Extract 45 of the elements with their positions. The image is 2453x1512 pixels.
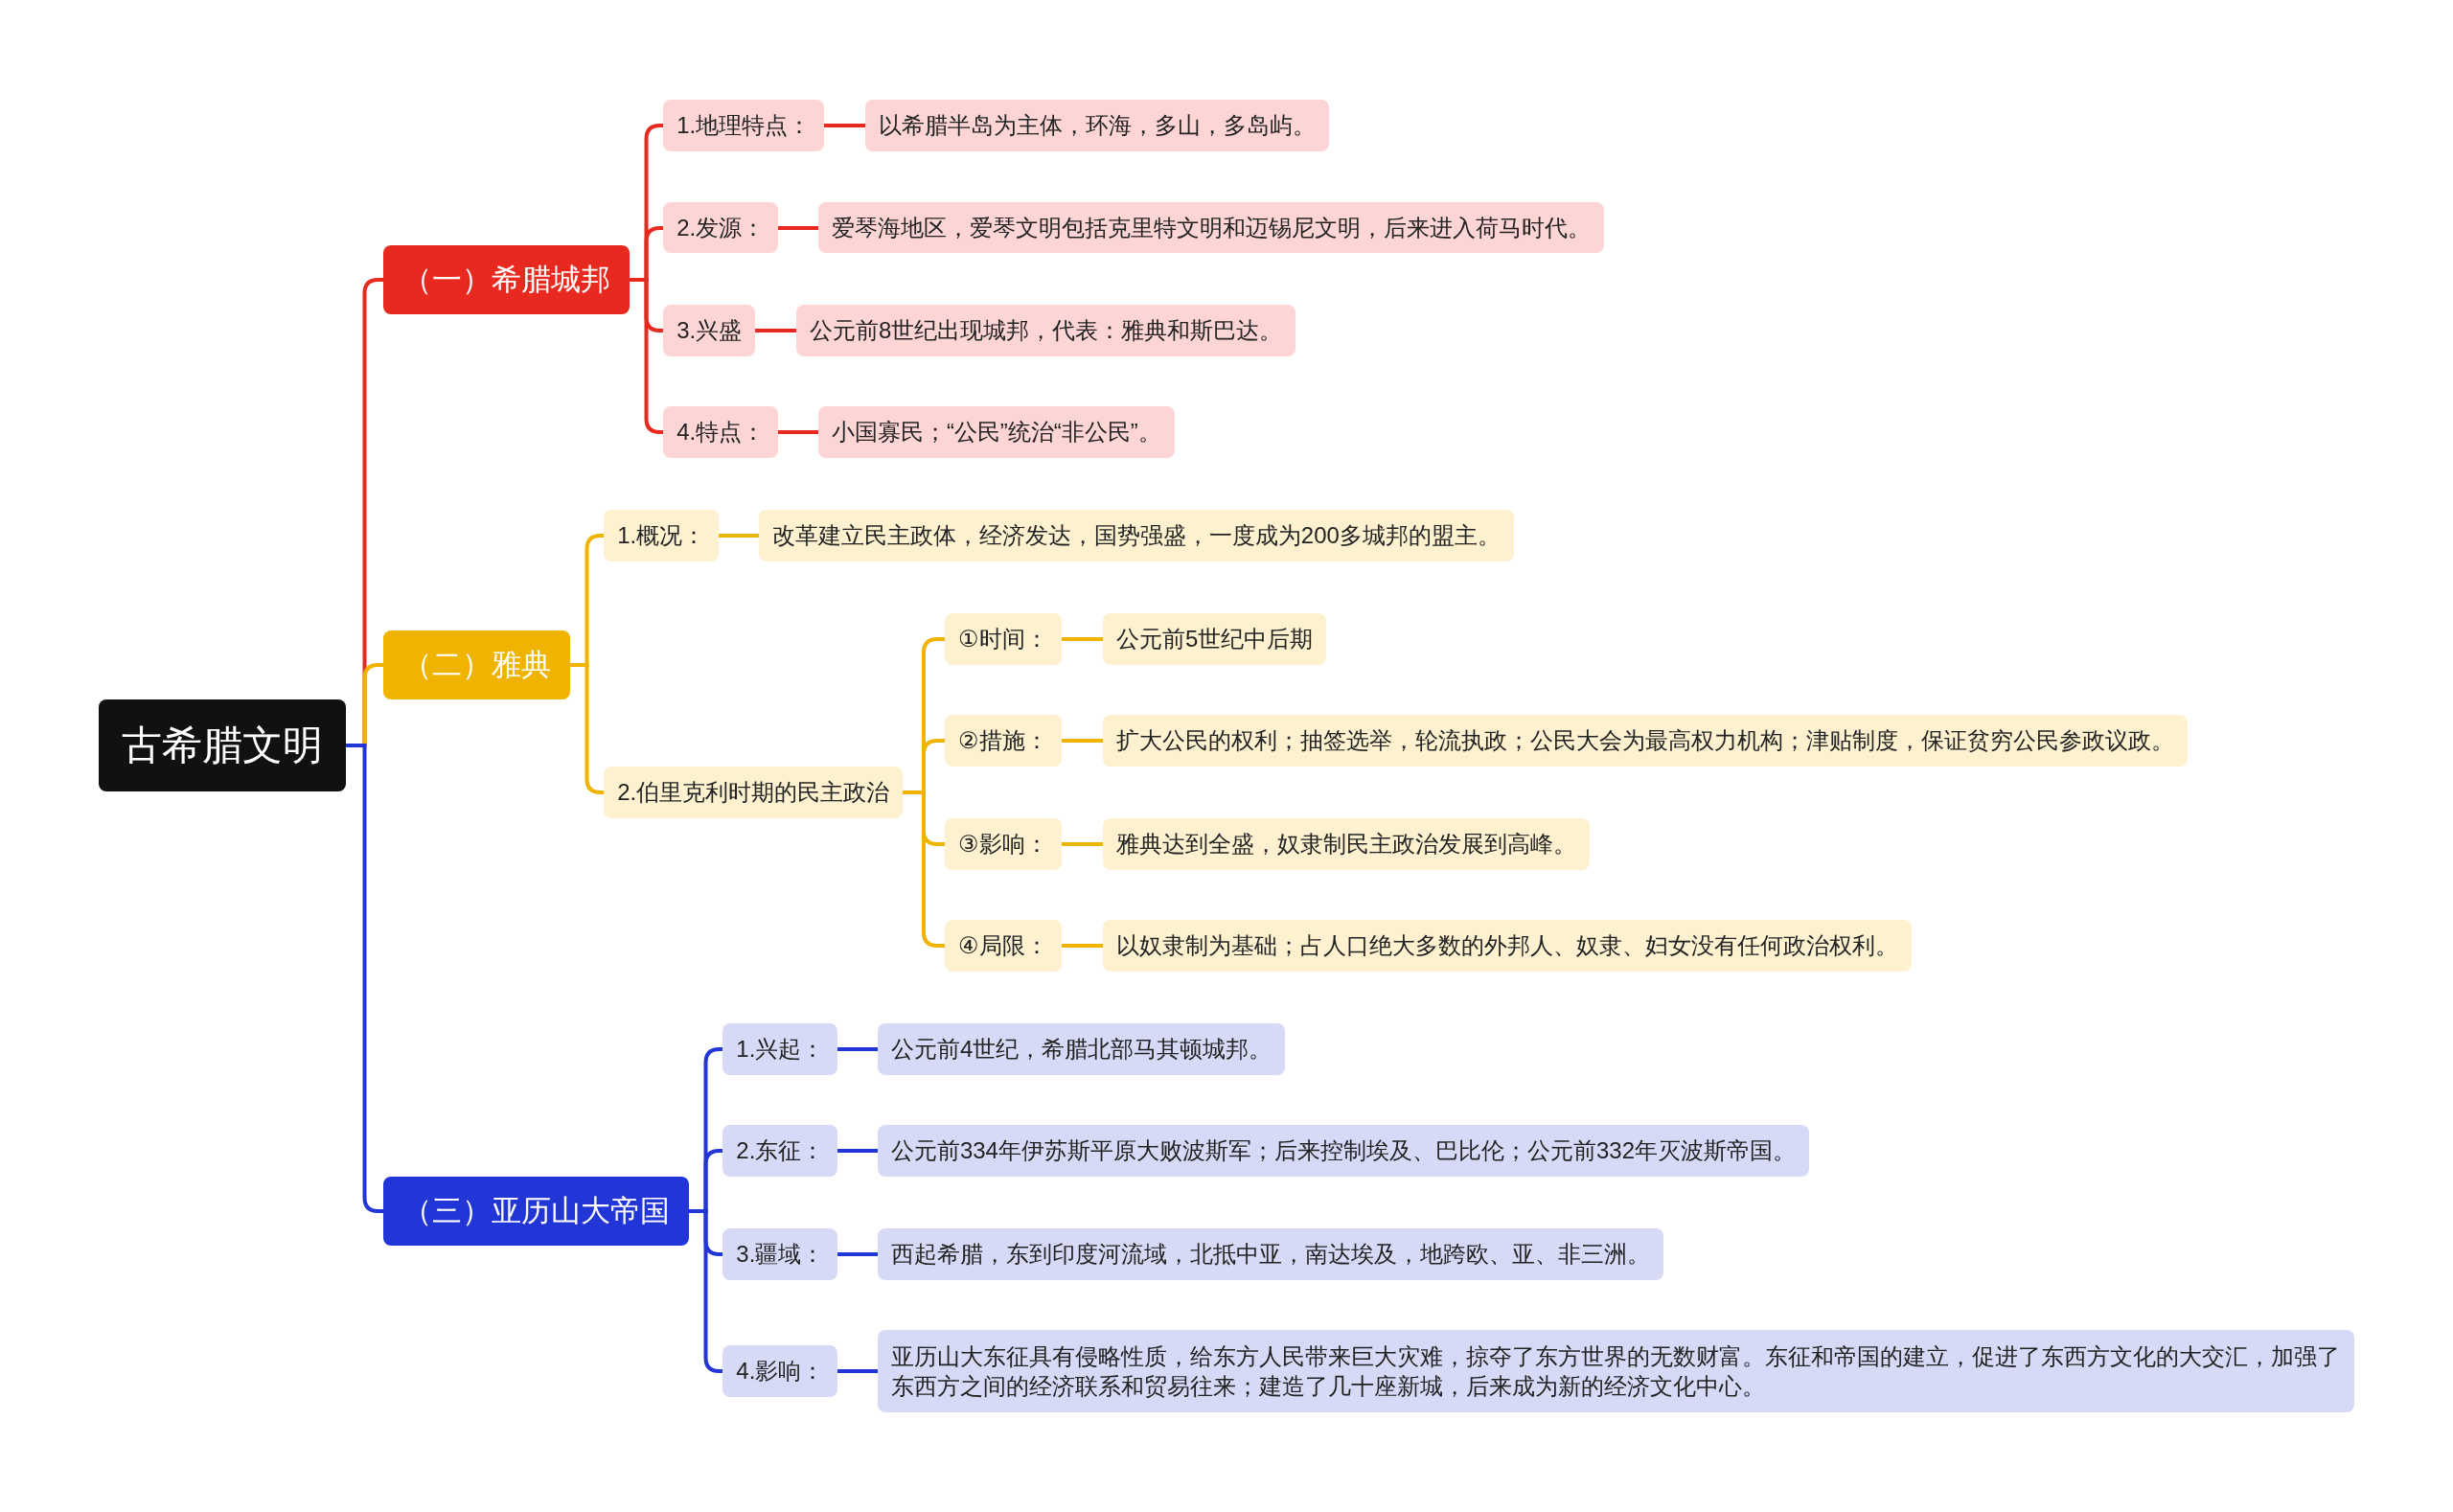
detail-box: 以希腊半岛为主体，环海，多山，多岛屿。 bbox=[864, 100, 1329, 152]
connector bbox=[1062, 637, 1103, 641]
connector bbox=[1062, 944, 1103, 948]
branch-box: （三）亚历山大帝国 bbox=[383, 1176, 689, 1246]
subtopic-box: 2.伯里克利时期的民主政治 bbox=[604, 767, 904, 818]
subtopic-box: 4.特点： bbox=[663, 406, 779, 459]
connector bbox=[837, 1369, 878, 1373]
connector bbox=[837, 1047, 878, 1051]
subtopic-box: ②措施： bbox=[945, 715, 1062, 767]
detail-box: 以奴隶制为基础；占人口绝大多数的外邦人、奴隶、妇女没有任何政治权利。 bbox=[1103, 920, 1912, 972]
subtopic-box: 1.兴起： bbox=[722, 1022, 838, 1075]
subtopic-box: 3.兴盛 bbox=[663, 305, 756, 357]
detail-box: 西起希腊，东到印度河流域，北抵中亚，南达埃及，地跨欧、亚、非三洲。 bbox=[877, 1227, 1663, 1280]
detail-box: 扩大公民的权利；抽签选举，轮流执政；公民大会为最高权力机构；津贴制度，保证贫穷公民参政议政。 bbox=[1103, 715, 2188, 767]
connector bbox=[755, 329, 796, 332]
connector bbox=[837, 1149, 878, 1153]
connector bbox=[778, 226, 818, 230]
topic-box: 古希腊文明 bbox=[98, 699, 346, 792]
detail-box: 公元前334年伊苏斯平原大败波斯军；后来控制埃及、巴比伦；公元前332年灭波斯帝国。 bbox=[877, 1124, 1809, 1177]
subtopic-box: 3.疆域： bbox=[722, 1227, 838, 1280]
subtopic-box: 4.影响： bbox=[722, 1345, 838, 1397]
detail-box: 改革建立民主政体，经济发达，国势强盛，一度成为200多城邦的盟主。 bbox=[758, 510, 1514, 562]
connector bbox=[719, 534, 759, 538]
subtopic-box: ④局限： bbox=[945, 920, 1062, 972]
connector bbox=[903, 790, 945, 948]
subtopic-box: ③影响： bbox=[945, 817, 1062, 870]
branch-box: （二）雅典 bbox=[383, 630, 570, 699]
subtopic-box: 1.地理特点： bbox=[663, 100, 825, 152]
subtopic-box: 2.发源： bbox=[663, 201, 779, 254]
detail-box: 小国寡民；“公民”统治“非公民”。 bbox=[817, 406, 1175, 459]
connector bbox=[837, 1252, 878, 1256]
branch-box: （一）希腊城邦 bbox=[383, 245, 630, 315]
detail-box: 爱琴海地区，爱琴文明包括克里特文明和迈锡尼文明，后来进入荷马时代。 bbox=[817, 201, 1604, 254]
connector bbox=[1062, 739, 1103, 743]
subtopic-box: ①时间： bbox=[945, 613, 1062, 665]
detail-box: 亚历山大东征具有侵略性质，给东方人民带来巨大灾难，掠夺了东方世界的无数财富。东征和帝国的建立，促进了东西方文化的大交汇，加强了东西方之间的经济联系和贸易往来；建造了几十座新城，后来成为新的经济文化中心。 bbox=[877, 1329, 2355, 1413]
subtopic-box: 2.东征： bbox=[722, 1124, 838, 1177]
connector bbox=[778, 430, 818, 434]
detail-box: 公元前5世纪中后期 bbox=[1103, 613, 1327, 665]
connector bbox=[824, 124, 865, 127]
detail-box: 雅典达到全盛，奴隶制民主政治发展到高峰。 bbox=[1103, 817, 1590, 870]
subtopic-box: 1.概况： bbox=[604, 510, 720, 562]
connector bbox=[1062, 842, 1103, 846]
detail-box: 公元前8世纪出现城邦，代表：雅典和斯巴达。 bbox=[796, 305, 1296, 357]
detail-box: 公元前4世纪，希腊北部马其顿城邦。 bbox=[877, 1022, 1286, 1075]
